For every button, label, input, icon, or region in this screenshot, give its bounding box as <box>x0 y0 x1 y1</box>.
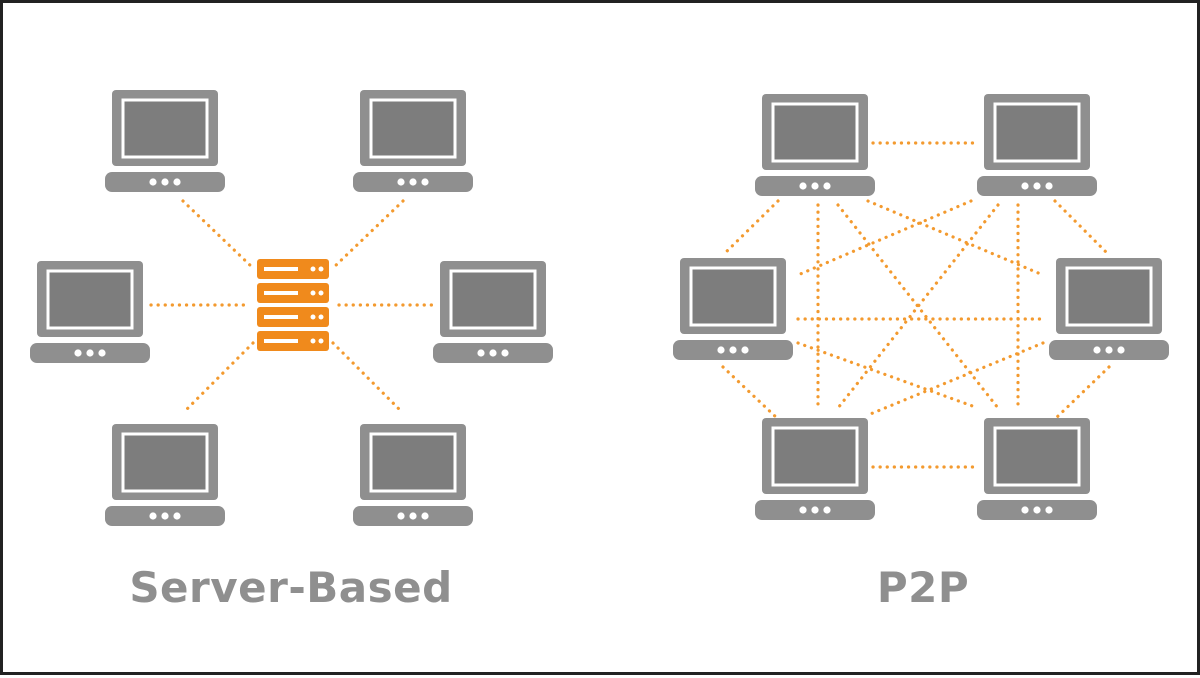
server-based-label: Server-Based <box>129 563 453 612</box>
p2p-label: P2P <box>876 563 970 612</box>
network-diagram <box>28 88 1171 528</box>
link-p2p-mr-bl <box>866 341 1045 417</box>
link-p2p-tr-bl <box>836 203 1000 410</box>
laptop-icon <box>975 92 1099 198</box>
laptop-icon <box>753 92 877 198</box>
server-rack-icon <box>257 259 329 351</box>
laptop-icon <box>753 416 877 522</box>
laptop-icon <box>28 259 152 365</box>
p2p-links <box>721 141 1111 469</box>
link-server-bottom-left <box>181 341 255 415</box>
laptop-icon <box>351 422 475 528</box>
laptop-icon <box>671 256 795 362</box>
link-server-top-right <box>331 199 405 270</box>
server-links <box>149 199 435 415</box>
link-server-bottom-right <box>331 341 405 415</box>
link-server-top-left <box>181 199 255 270</box>
laptop-icon <box>103 422 227 528</box>
link-p2p-ml-br <box>796 341 980 410</box>
laptop-icon <box>351 88 475 194</box>
link-p2p-tr-ml <box>796 199 973 277</box>
link-p2p-ml-bl <box>721 365 780 421</box>
link-p2p-mr-br <box>1053 365 1111 421</box>
link-p2p-tl-ml <box>721 199 780 257</box>
link-p2p-tr-mr <box>1053 199 1111 257</box>
laptop-icon <box>1047 256 1171 362</box>
laptop-icon <box>103 88 227 194</box>
laptop-icon <box>975 416 1099 522</box>
laptop-icon <box>431 259 555 365</box>
